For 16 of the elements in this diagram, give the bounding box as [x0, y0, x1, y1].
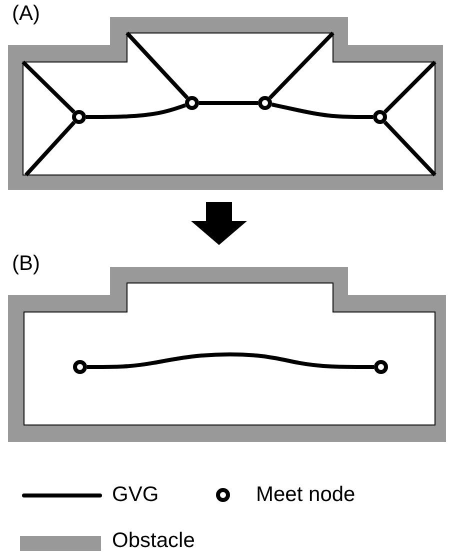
gvg-line	[87, 352, 374, 369]
panel-heading: (B)	[12, 252, 40, 276]
gvg-line	[384, 60, 436, 114]
gvg-line	[22, 60, 76, 114]
gvg-line	[126, 32, 189, 100]
legend-label: Meet node	[256, 483, 356, 507]
legend-label: GVG	[112, 483, 159, 507]
down-arrow	[191, 202, 247, 245]
gvg-line	[86, 103, 186, 119]
gvg-line	[383, 120, 436, 176]
panel-heading: (A)	[12, 2, 40, 26]
gvg-line	[24, 120, 76, 176]
gvg-line	[271, 102, 373, 119]
gvg-line	[268, 32, 334, 100]
gvg-line	[199, 101, 258, 105]
legend-label: Obstacle	[112, 529, 195, 553]
